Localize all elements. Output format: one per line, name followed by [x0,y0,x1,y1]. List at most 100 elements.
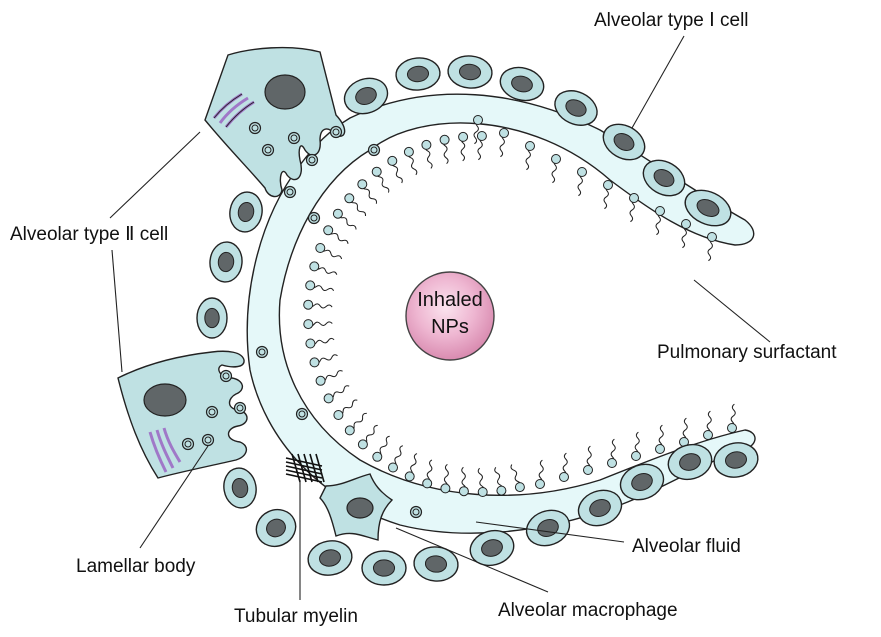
surfactant-head [707,232,717,242]
lamellar-body-icon [181,437,195,451]
macrophage-nucleus [346,497,374,519]
surfactant-head [357,439,368,450]
label-pulmonary-surfactant: Pulmonary surfactant [657,342,837,363]
surfactant-head [344,193,355,204]
leader-lines [109,35,771,600]
type1-cell [255,508,297,548]
tubular-myelin-icon [285,453,325,483]
surfactant-head [607,458,617,468]
type1-cell [229,191,263,233]
surfactant-head [681,219,691,229]
surfactant-head [332,208,343,219]
lamellar-bodies [181,121,423,519]
lamellar-body-icon [409,505,423,519]
lamellar-body-core [286,188,294,196]
surfactant-head [303,319,314,330]
surfactant-head [303,299,314,310]
lamellar-body-icon [287,131,301,145]
lamellar-body-icon [305,153,319,167]
type1-nucleus [511,75,533,93]
lamellar-body-core [264,146,272,154]
surfactant-head [477,487,488,497]
surfactant-head [422,478,433,489]
type1-nucleus [589,499,611,517]
alveolar-type2-cell-bottom [117,350,248,479]
type1-nucleus [725,451,747,469]
leader-lamellar [139,445,209,549]
golgi-icon [148,427,182,473]
surfactant-head [421,139,432,150]
surfactant-head [458,486,469,497]
type2-nucleus-bottom [143,383,187,417]
type1-nucleus [266,518,286,538]
surfactant-head [525,141,535,151]
surfactant-head [499,128,509,138]
surfactant-head [496,485,507,496]
lamellar-body-core [222,372,230,380]
surfactant-head [458,131,469,142]
lamellar-body-icon [233,401,247,415]
lamellar-body-icon [283,185,297,199]
myelin-line [285,461,323,471]
type1-cell [413,546,459,582]
np-label-line2: NPs [431,316,469,338]
surfactant-head [514,482,525,493]
np-label-line1: Inhaled [417,289,483,311]
surfactant-head [655,206,665,216]
surfactant-head [631,451,641,461]
type1-cell [684,189,732,227]
leader-surfactant [693,279,771,343]
type1-nucleus [217,251,235,273]
surfactant-head [403,146,414,157]
surfactant-head [551,154,561,164]
type1-nucleus [237,201,255,223]
type1-cell [619,463,665,501]
surfactant-head [629,193,639,203]
type1-cell [223,467,257,509]
surfactant-head [440,483,451,494]
lamellar-body-core [310,214,318,222]
type1-cell [602,123,646,161]
type1-cell [209,241,243,283]
type1-cell [642,159,686,197]
surfactant-head [655,444,665,454]
type1-nucleus [458,63,482,81]
surfactant-head [404,471,415,482]
myelin-line [315,453,325,483]
type1-nucleus [372,559,396,577]
pulmonary-surfactant-layer [303,115,737,497]
label-type1-cell: Alveolar type Ⅰ cell [594,10,749,31]
surfactant-head [357,179,368,190]
lamellar-body-core [298,410,306,418]
type1-cell [447,55,493,89]
lamellar-body-icon [307,211,321,225]
lamellar-body-icon [255,345,269,359]
leader-type2-bottom [111,249,123,373]
myelin-line [285,457,323,467]
alveolar-type1-cells [196,55,759,586]
lamellar-body-core [208,408,216,416]
myelin-line [309,453,319,483]
surfactant-head [309,261,320,272]
type1-cell [577,489,623,527]
lamellar-body-icon [295,407,309,421]
type1-nucleus [679,453,701,471]
myelin-line [285,473,323,483]
inhaled-nps: Inhaled NPs [405,271,495,361]
lamellar-body-core [258,348,266,356]
lamellar-body-core [308,156,316,164]
surfactant-head [315,243,326,253]
type1-cell [499,66,545,102]
type1-nucleus [481,539,503,557]
surfactant-head [305,338,316,349]
type1-nucleus [204,307,220,329]
label-tubular-myelin: Tubular myelin [234,606,358,627]
surfactant-head [388,462,398,473]
lamellar-body-core [204,436,212,444]
type1-cell [713,442,759,478]
type1-cell [361,550,407,586]
leader-fluid [475,521,625,543]
surfactant-head [476,131,487,141]
